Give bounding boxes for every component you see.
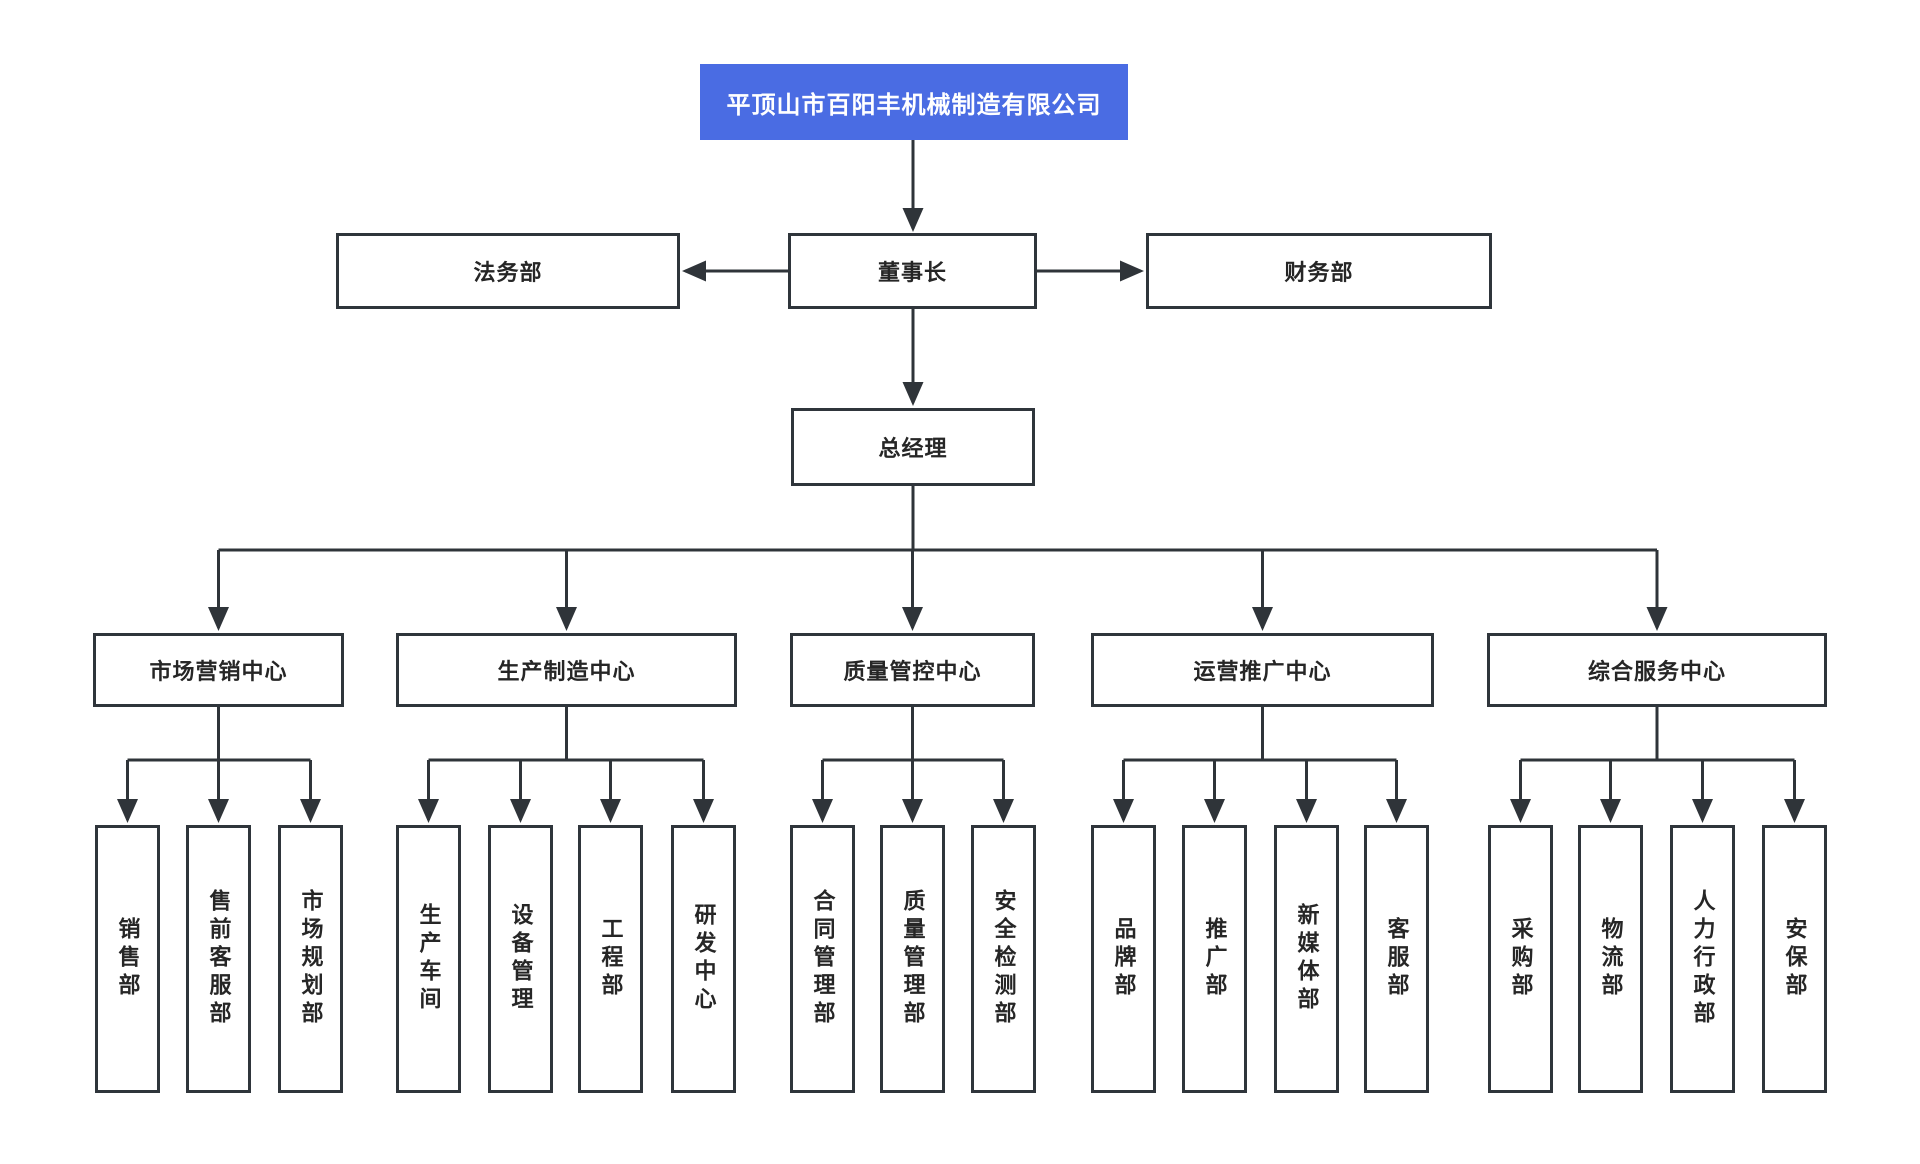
- safety-inspection-dept-node: 安全检测部: [971, 825, 1036, 1093]
- presales-service-dept-node: 售前客服部: [186, 825, 251, 1093]
- new-media-dept-node: 新媒体部: [1274, 825, 1339, 1093]
- logistics-dept-node: 物流部: [1578, 825, 1643, 1093]
- contract-management-dept-node: 合同管理部: [790, 825, 855, 1093]
- customer-service-dept-node: 客服部: [1364, 825, 1429, 1093]
- quality-management-dept-node: 质量管理部: [880, 825, 945, 1093]
- rd-center-node: 研发中心: [671, 825, 736, 1093]
- security-dept-node: 安保部: [1762, 825, 1827, 1093]
- chairman-node: 董事长: [788, 233, 1037, 309]
- engineering-dept-node: 工程部: [578, 825, 643, 1093]
- equipment-management-node: 设备管理: [488, 825, 553, 1093]
- promotion-dept-node: 推广部: [1182, 825, 1247, 1093]
- market-planning-dept-node: 市场规划部: [278, 825, 343, 1093]
- quality-center-node: 质量管控中心: [790, 633, 1035, 707]
- finance-dept-node: 财务部: [1146, 233, 1492, 309]
- general-manager-node: 总经理: [791, 408, 1035, 486]
- procurement-dept-node: 采购部: [1488, 825, 1553, 1093]
- brand-dept-node: 品牌部: [1091, 825, 1156, 1093]
- production-center-node: 生产制造中心: [396, 633, 737, 707]
- operations-center-node: 运营推广中心: [1091, 633, 1434, 707]
- sales-dept-node: 销售部: [95, 825, 160, 1093]
- legal-dept-node: 法务部: [336, 233, 680, 309]
- services-center-node: 综合服务中心: [1487, 633, 1827, 707]
- production-workshop-node: 生产车间: [396, 825, 461, 1093]
- marketing-center-node: 市场营销中心: [93, 633, 344, 707]
- company-root-node: 平顶山市百阳丰机械制造有限公司: [700, 64, 1128, 140]
- hr-admin-dept-node: 人力行政部: [1670, 825, 1735, 1093]
